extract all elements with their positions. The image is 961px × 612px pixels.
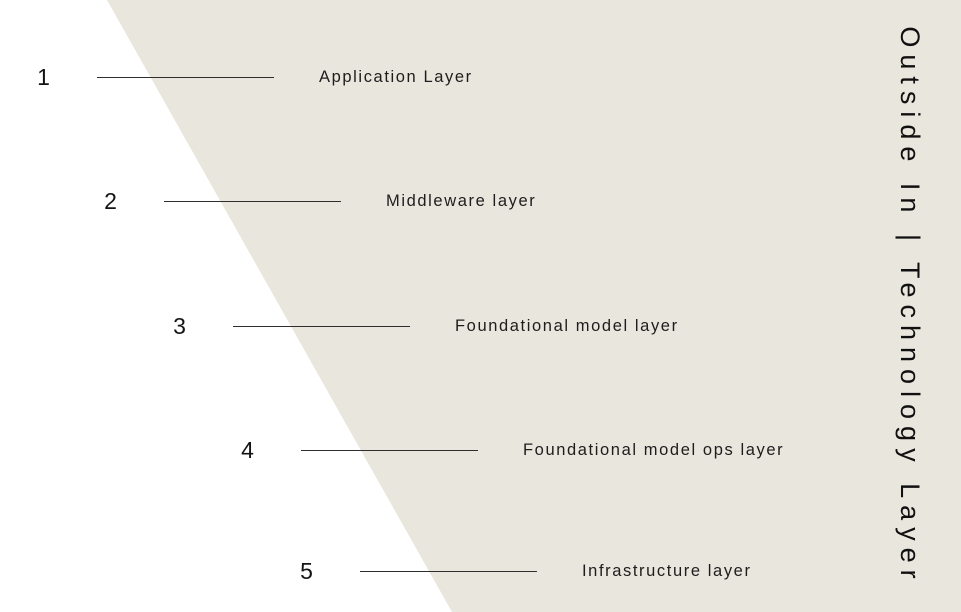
- layer-row-foundational-model: 3 Foundational model layer: [167, 312, 679, 340]
- layer-label: Application Layer: [319, 67, 473, 86]
- layer-number: 3: [173, 312, 187, 339]
- layer-number: 1: [37, 63, 51, 90]
- connector-line: [360, 570, 537, 572]
- layer-label: Middleware layer: [386, 191, 537, 210]
- layer-number: 5: [300, 557, 314, 584]
- layer-label: Foundational model layer: [455, 316, 679, 335]
- layer-row-infrastructure: 5 Infrastructure layer: [294, 557, 752, 585]
- layer-row-middleware: 2 Middleware layer: [98, 187, 536, 215]
- diagram-title-vertical: Outside In | Technology Layer: [895, 26, 925, 586]
- layer-number: 4: [241, 436, 255, 463]
- layer-number: 2: [104, 187, 118, 214]
- layer-row-foundational-model-ops: 4 Foundational model ops layer: [235, 436, 784, 464]
- connector-line: [301, 449, 478, 451]
- connector-line: [97, 76, 274, 78]
- connector-line: [164, 200, 341, 202]
- layer-label: Infrastructure layer: [582, 561, 752, 580]
- layer-label: Foundational model ops layer: [523, 440, 785, 459]
- connector-line: [233, 325, 410, 327]
- layer-row-application: 1 Application Layer: [31, 63, 473, 91]
